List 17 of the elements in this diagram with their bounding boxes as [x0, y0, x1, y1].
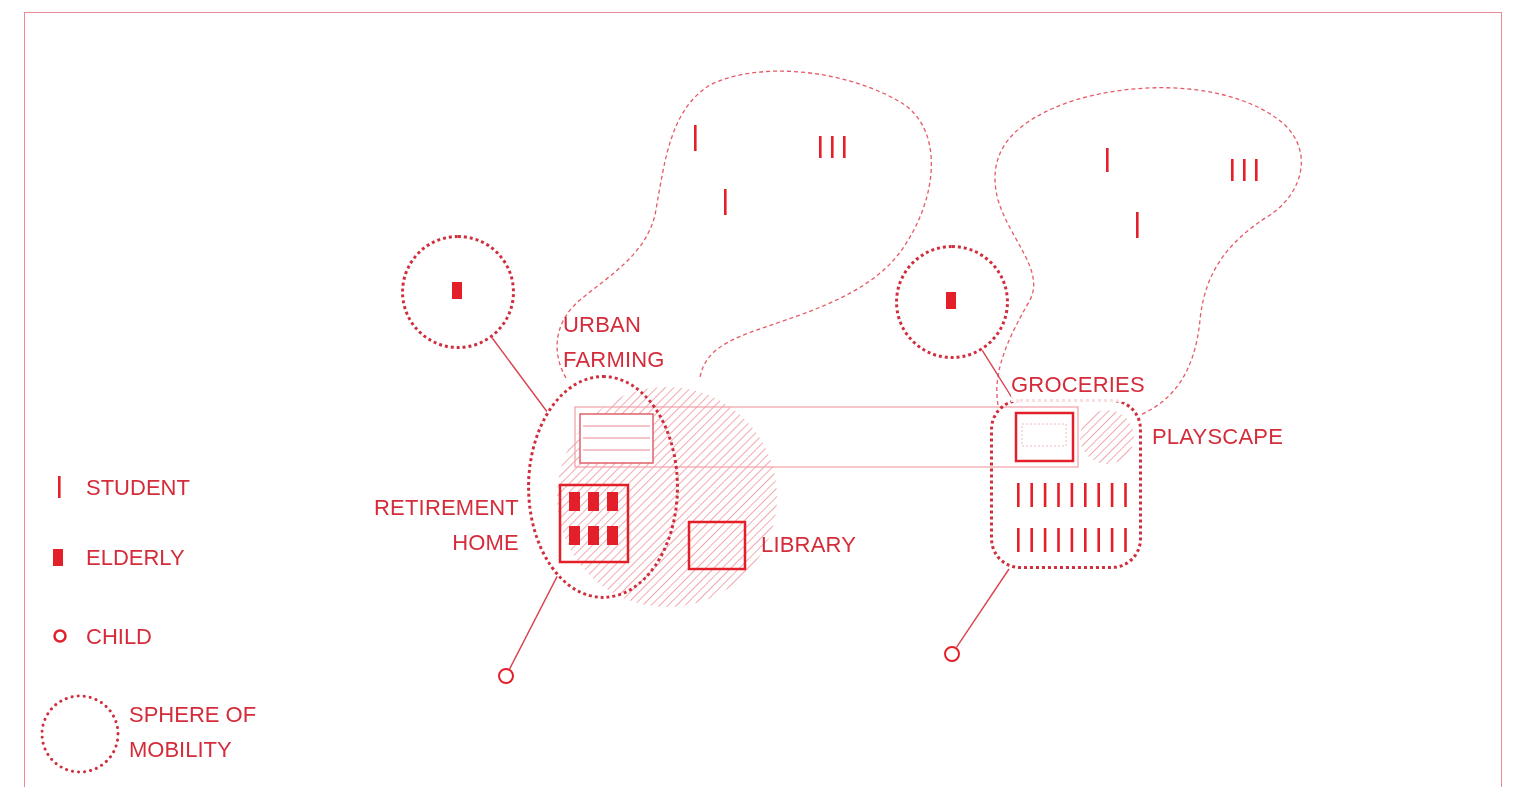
legend-label: SPHERE OF MOBILITY — [129, 701, 258, 764]
leader-line — [955, 568, 1010, 649]
leader-line — [508, 575, 558, 670]
place-label: LIBRARY — [761, 531, 857, 559]
mobility-sphere — [895, 245, 1009, 359]
mobility-sphere — [527, 375, 679, 599]
place-label: PLAYSCAPE — [1152, 423, 1283, 451]
legend-label: CHILD — [86, 623, 152, 651]
mobility-sphere — [401, 235, 515, 349]
child-marker — [498, 668, 514, 684]
legend-label: STUDENT — [86, 474, 190, 502]
leader-line — [491, 337, 548, 413]
legend-label: ELDERLY — [86, 544, 185, 572]
place-label: URBAN FARMING — [563, 311, 666, 374]
child-marker — [944, 646, 960, 662]
leader-line — [981, 349, 1014, 400]
place-label: RETIREMENT HOME — [373, 494, 519, 557]
